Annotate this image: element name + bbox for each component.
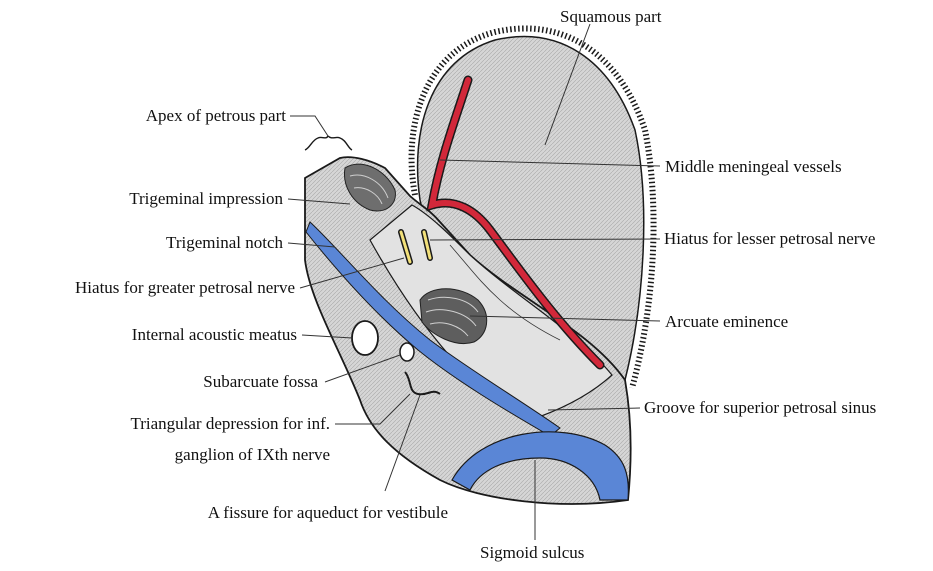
label-internal-acoustic: Internal acoustic meatus (132, 325, 297, 344)
label-middle-meningeal: Middle meningeal vessels (665, 157, 842, 176)
label-sigmoid-sulcus: Sigmoid sulcus (480, 543, 584, 562)
label-apex-petrous: Apex of petrous part (146, 106, 286, 125)
label-subarcuate-fossa: Subarcuate fossa (203, 372, 318, 391)
label-triangular-depression-line2: ganglion of IXth nerve (175, 445, 330, 464)
label-hiatus-lesser: Hiatus for lesser petrosal nerve (664, 229, 875, 248)
label-fissure-aqueduct: A fissure for aqueduct for vestibule (208, 503, 448, 522)
label-squamous-part: Squamous part (560, 7, 662, 26)
internal-acoustic-meatus (352, 321, 378, 355)
label-arcuate-eminence: Arcuate eminence (665, 312, 788, 331)
label-trigeminal-notch: Trigeminal notch (166, 233, 283, 252)
subarcuate-fossa-shape (400, 343, 414, 361)
label-triangular-depression-line1: Triangular depression for inf. (130, 414, 330, 433)
leader-apex (290, 116, 328, 136)
label-groove-superior-petrosal: Groove for superior petrosal sinus (644, 398, 876, 417)
label-trigeminal-impression: Trigeminal impression (129, 189, 283, 208)
apex-bracket (305, 136, 352, 150)
label-hiatus-greater: Hiatus for greater petrosal nerve (75, 278, 295, 297)
